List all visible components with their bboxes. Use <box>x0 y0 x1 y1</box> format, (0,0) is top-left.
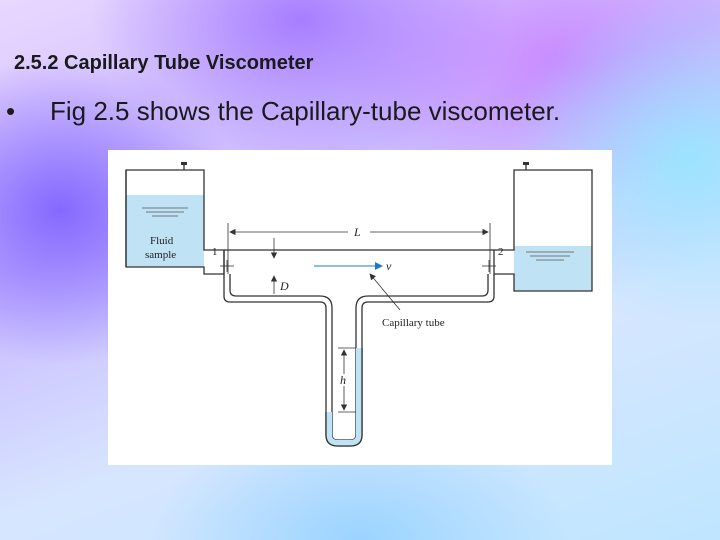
length-dimension <box>227 223 491 274</box>
length-label: L <box>353 225 361 239</box>
viscometer-diagram: Fluid sample 1 2 L v D Capillary tube <box>125 162 593 447</box>
bullet-item: • Fig 2.5 shows the Capillary-tube visco… <box>6 96 560 127</box>
left-reservoir <box>125 162 225 275</box>
point-2-label: 2 <box>498 246 504 258</box>
height-dimension <box>338 347 356 413</box>
bullet-dot: • <box>6 96 16 126</box>
reference-marks <box>220 260 496 272</box>
point-1-label: 1 <box>212 246 218 258</box>
sample-label: sample <box>145 249 176 261</box>
capillary-tube <box>223 249 495 447</box>
viscometer-figure: Fluid sample 1 2 L v D Capillary tube <box>108 150 612 465</box>
diameter-label: D <box>279 279 289 293</box>
velocity-label: v <box>386 259 392 273</box>
fluid-label: Fluid <box>150 235 174 247</box>
slide-title: 2.5.2 Capillary Tube Viscometer <box>14 52 314 74</box>
capillary-label: Capillary tube <box>382 317 445 329</box>
height-label: h <box>340 373 346 387</box>
bullet-text: Fig 2.5 shows the Capillary-tube viscome… <box>50 96 561 126</box>
right-reservoir <box>493 162 593 292</box>
capillary-pointer <box>369 273 401 311</box>
